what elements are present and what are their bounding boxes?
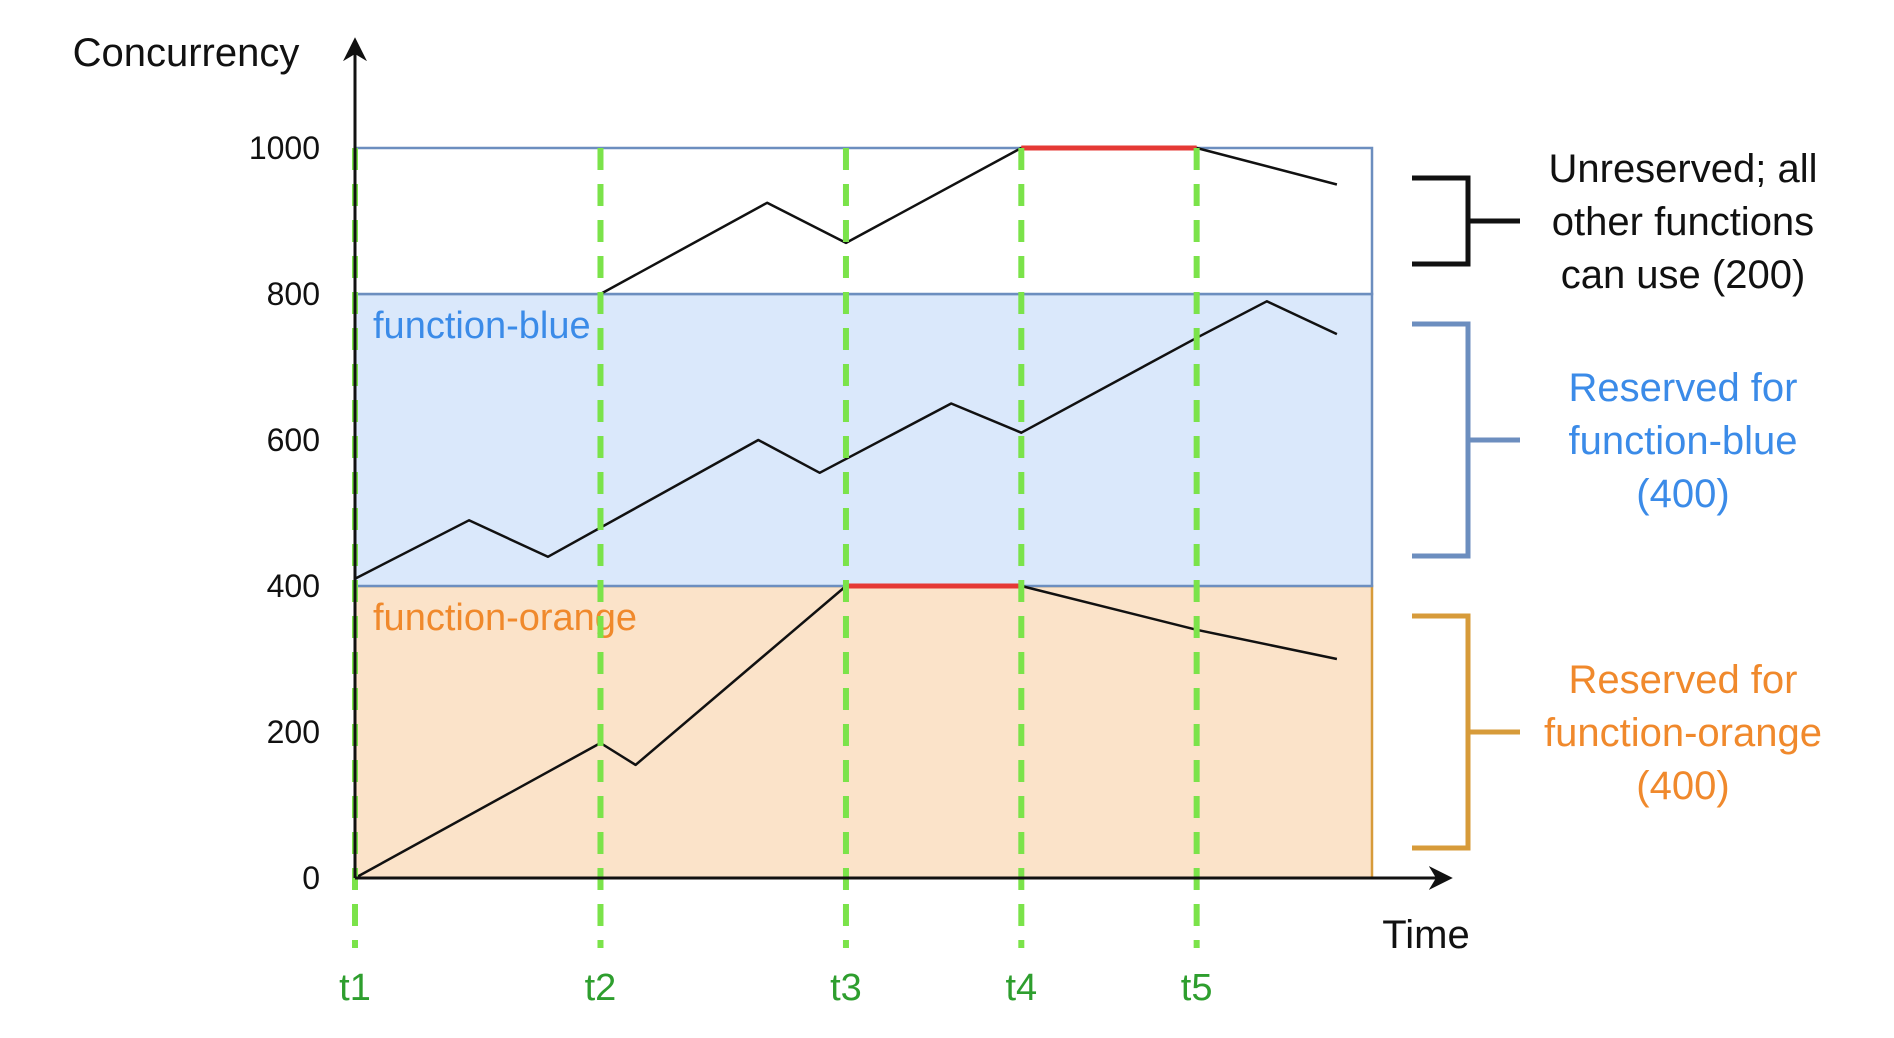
y-tick-label-600: 600: [267, 422, 320, 458]
y-tick-label-800: 800: [267, 276, 320, 312]
y-tick-label-400: 400: [267, 568, 320, 604]
bracket-label-1-line-3: can use (200): [1561, 253, 1806, 297]
y-tick-label-1000: 1000: [249, 130, 320, 166]
bracket-2: [1412, 321, 1520, 559]
bracket-3: [1412, 613, 1520, 851]
region-label-function-orange: function-orange: [373, 597, 637, 639]
time-marker-label-t1: t1: [339, 967, 371, 1009]
annotations-layer: Unreserved; all other functions can use (2…: [1412, 147, 1822, 851]
series-line-2: [354, 300, 1338, 580]
time-marker-label-t4: t4: [1005, 967, 1037, 1009]
time-marker-label-t2: t2: [585, 967, 617, 1009]
bracket-label-3-line-2: function-orange: [1544, 711, 1822, 755]
region-label-function-blue: function-blue: [373, 305, 591, 347]
regions-layer: function-orange function-blue: [353, 146, 1374, 880]
y-axis-title: Concurrency: [73, 31, 300, 75]
bracket-label-1-line-2: other functions: [1552, 200, 1814, 244]
region-function-orange: [353, 584, 1374, 880]
bracket-label-2-line-2: function-blue: [1568, 419, 1797, 463]
time-marker-label-t5: t5: [1181, 967, 1213, 1009]
series-line-3: [599, 146, 1338, 296]
x-axis-title: Time: [1382, 913, 1469, 957]
region-function-blue: [353, 292, 1374, 588]
bracket-1: [1412, 175, 1520, 267]
time-marker-label-t3: t3: [830, 967, 862, 1009]
bracket-label-1-line-1: Unreserved; all: [1548, 147, 1817, 191]
y-tick-label-200: 200: [267, 714, 320, 750]
bracket-label-3-line-1: Reserved for: [1569, 658, 1798, 702]
bracket-label-2-line-3: (400): [1636, 472, 1729, 516]
bracket-label-2-line-1: Reserved for: [1569, 366, 1798, 410]
bracket-label-3-line-3: (400): [1636, 764, 1729, 808]
y-tick-label-0: 0: [302, 860, 320, 896]
region-unreserved: [353, 146, 1374, 296]
